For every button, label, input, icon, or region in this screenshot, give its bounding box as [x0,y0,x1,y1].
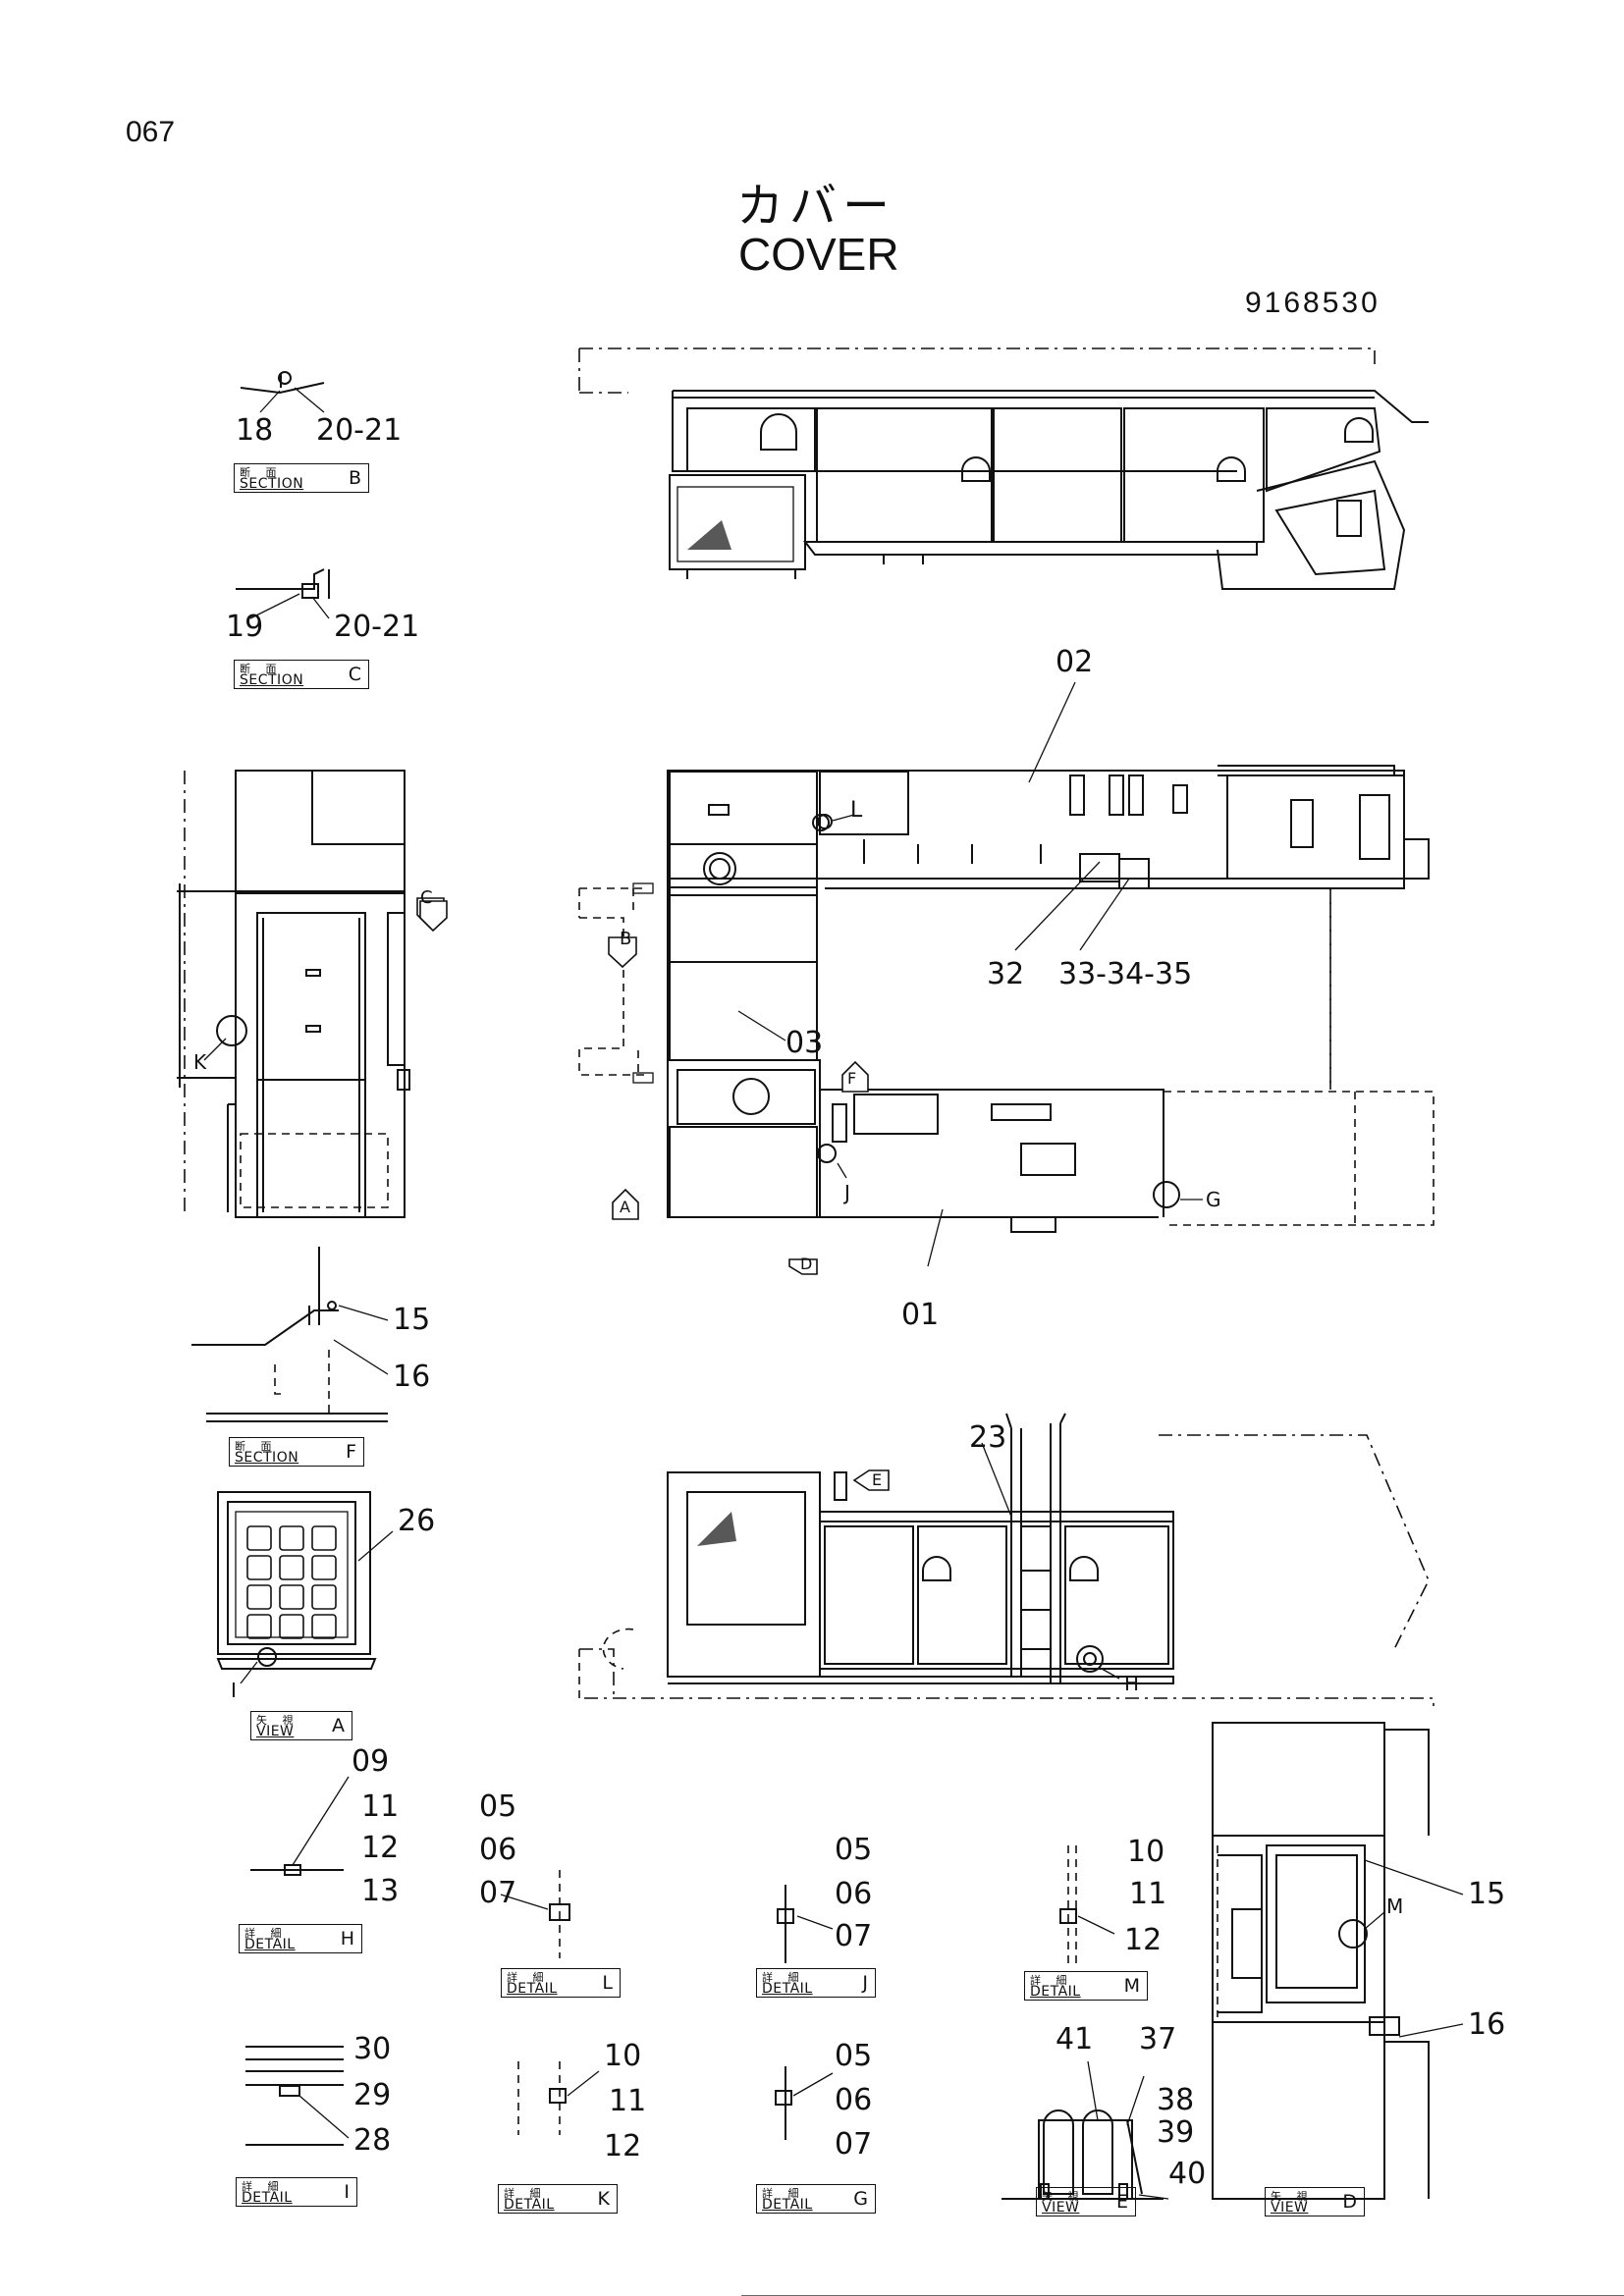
callout-07-detail-j: 07 [835,1919,873,1953]
letter-l: L [850,798,863,823]
callout-05-detail-j: 05 [835,1833,873,1867]
part-number: 9168530 [1245,287,1380,319]
callout-40: 40 [1168,2157,1207,2191]
callout-07-detail-l: 07 [479,1876,517,1910]
callout-13: 13 [361,1874,400,1908]
callout-03: 03 [785,1026,824,1060]
callout-39: 39 [1157,2115,1195,2150]
callout-10-detail-k: 10 [604,2039,642,2073]
letter-d: D [800,1255,813,1273]
letter-e: E [872,1470,883,1489]
view-d-drawing [1212,1722,1464,2200]
detail-h-drawing [250,1776,350,1876]
callout-02: 02 [1056,645,1094,679]
letter-i: I [231,1679,237,1702]
callout-05-detail-g: 05 [835,2039,873,2073]
side-view-bottom [578,1413,1435,1706]
callout-16-section-f: 16 [393,1360,431,1394]
callout-28: 28 [353,2123,392,2158]
letter-h: H [1124,1672,1140,1695]
letter-m: M [1386,1895,1404,1918]
callout-15-section-f: 15 [393,1303,431,1337]
view-a-drawing [216,1491,394,1684]
plan-view [578,765,1435,1233]
callout-18: 18 [236,413,274,448]
section-b-drawing [240,371,325,413]
callout-11-detail-k: 11 [609,2084,647,2118]
callout-33-34-35: 33-34-35 [1058,957,1193,991]
callout-20-21-c: 20-21 [334,610,420,644]
side-view-top [578,347,1429,590]
callout-12-detail-h: 12 [361,1831,400,1865]
callout-06-detail-l: 06 [479,1833,517,1867]
callout-10-detail-m: 10 [1127,1835,1165,1869]
callout-30: 30 [353,2032,392,2066]
section-f-drawing [191,1247,389,1422]
callout-07-detail-g: 07 [835,2127,873,2162]
letter-j: J [844,1181,850,1204]
letter-b: B [620,929,632,949]
letter-f: F [847,1069,857,1088]
letter-a: A [620,1198,630,1216]
callout-37: 37 [1139,2022,1177,2056]
title-japanese: カバー [736,179,896,234]
section-c-drawing [236,568,330,619]
callout-12-detail-k: 12 [604,2129,642,2163]
plan-view-leaders [737,681,1203,1267]
callout-05-detail-l: 05 [479,1789,517,1824]
detail-l-drawing [500,1870,570,1958]
callout-15-view-d: 15 [1468,1877,1506,1911]
letter-k: K [193,1050,207,1074]
detail-i-drawing [245,2046,350,2146]
callout-06-detail-g: 06 [835,2083,873,2117]
callout-38: 38 [1157,2083,1195,2117]
detail-g-drawing [775,2066,834,2140]
callout-01: 01 [901,1298,940,1332]
view-e-drawing [1001,2060,1169,2200]
detail-m-drawing [1059,1845,1115,1963]
title-english: COVER [738,229,899,280]
callout-23: 23 [969,1420,1007,1455]
callout-11-detail-m: 11 [1129,1877,1167,1911]
callout-12-detail-m: 12 [1124,1923,1163,1957]
callout-11-detail-h: 11 [361,1789,400,1824]
callout-26: 26 [398,1504,436,1538]
page-number: 067 [126,116,176,148]
callout-32: 32 [987,957,1025,991]
callout-29: 29 [353,2078,392,2112]
letter-c: C [420,887,433,908]
callout-06-detail-j: 06 [835,1877,873,1911]
left-end-view [177,770,448,1218]
detail-k-drawing [517,2061,600,2135]
callout-20-21-b: 20-21 [316,413,403,448]
callout-09: 09 [352,1744,390,1779]
letter-g: G [1206,1188,1221,1211]
callout-19: 19 [226,610,264,644]
detail-j-drawing [777,1885,834,1963]
callout-16-view-d: 16 [1468,2007,1506,2042]
callout-41: 41 [1056,2022,1094,2056]
